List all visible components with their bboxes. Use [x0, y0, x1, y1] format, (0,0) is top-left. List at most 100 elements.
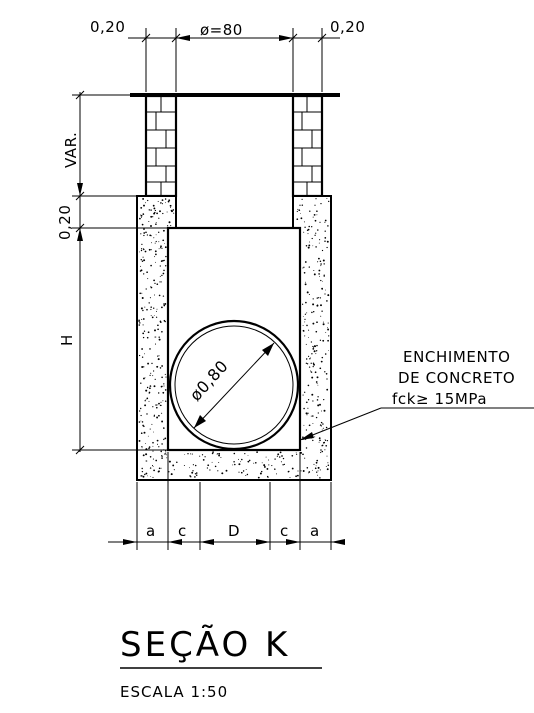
concrete-speckle [282, 464, 284, 466]
concrete-speckle [319, 297, 322, 299]
concrete-speckle [156, 443, 159, 445]
concrete-speckle [150, 264, 152, 267]
concrete-speckle [141, 260, 144, 262]
concrete-speckle [140, 217, 142, 219]
concrete-speckle [305, 401, 308, 404]
concrete-speckle [306, 324, 308, 327]
concrete-speckle [150, 209, 152, 211]
concrete-speckle [312, 322, 315, 325]
concrete-speckle [211, 452, 214, 455]
concrete-speckle [303, 266, 305, 268]
concrete-speckle [170, 209, 173, 212]
concrete-speckle [310, 357, 312, 359]
concrete-speckle [194, 473, 197, 475]
concrete-speckle [145, 288, 147, 290]
concrete-speckle [143, 234, 145, 237]
concrete-speckle [142, 475, 145, 478]
concrete-speckle [301, 204, 304, 206]
concrete-speckle [161, 330, 163, 333]
concrete-speckle [151, 316, 154, 319]
concrete-speckle [160, 401, 162, 403]
concrete-speckle [240, 471, 243, 474]
concrete-speckle [150, 249, 152, 251]
concrete-speckle [247, 460, 250, 463]
concrete-speckle [247, 455, 249, 457]
concrete-speckle [164, 265, 167, 267]
concrete-speckle [325, 372, 328, 375]
concrete-speckle [327, 350, 329, 352]
concrete-speckle [291, 454, 294, 457]
concrete-speckle [148, 447, 150, 450]
concrete-speckle [307, 399, 310, 401]
concrete-speckle [159, 210, 161, 213]
concrete-speckle [312, 298, 314, 300]
concrete-speckle [146, 397, 149, 400]
concrete-speckle [145, 389, 148, 392]
concrete-speckle [316, 399, 319, 401]
concrete-speckle [150, 286, 152, 288]
concrete-speckle [190, 453, 192, 455]
concrete-speckle [324, 353, 327, 355]
height-var-label: VAR. [62, 132, 80, 168]
concrete-speckle [156, 416, 159, 419]
concrete-speckle [316, 383, 318, 384]
concrete-speckle [302, 453, 304, 456]
concrete-speckle [323, 398, 325, 401]
concrete-speckle [317, 470, 319, 472]
concrete-speckle [138, 354, 141, 357]
concrete-speckle [315, 198, 317, 200]
concrete-speckle [152, 450, 154, 452]
concrete-speckle [313, 363, 315, 366]
concrete-speckle [152, 406, 154, 408]
concrete-speckle [218, 454, 221, 457]
concrete-speckle [300, 451, 302, 454]
concrete-speckle [151, 423, 153, 425]
concrete-speckle [304, 283, 307, 286]
concrete-speckle [321, 287, 323, 290]
concrete-speckle [315, 350, 318, 352]
concrete-speckle [152, 458, 154, 460]
concrete-speckle [152, 445, 154, 447]
concrete-speckle [317, 474, 319, 476]
bottom-c-left-label: c [178, 522, 187, 540]
concrete-speckle [147, 199, 149, 202]
concrete-speckle [141, 356, 144, 358]
concrete-speckle [296, 218, 299, 221]
concrete-speckle [158, 248, 160, 250]
concrete-speckle [141, 421, 144, 423]
concrete-speckle [146, 413, 148, 415]
concrete-speckle [166, 225, 169, 227]
concrete-speckle [240, 461, 241, 463]
concrete-speckle [303, 221, 305, 223]
concrete-speckle [323, 263, 325, 265]
concrete-speckle [144, 250, 147, 253]
concrete-speckle [263, 464, 266, 467]
concrete-speckle [289, 477, 291, 478]
concrete-speckle [159, 321, 162, 323]
concrete-speckle [304, 391, 306, 393]
concrete-speckle [164, 243, 165, 245]
top-dimension: 0,20 ø=80 0,20 [90, 18, 365, 92]
concrete-speckle [315, 246, 317, 248]
concrete-speckle [325, 445, 328, 447]
concrete-speckle [321, 356, 324, 359]
concrete-speckle [148, 209, 151, 211]
concrete-speckle [164, 198, 167, 200]
concrete-speckle [173, 469, 175, 471]
concrete-speckle [170, 473, 173, 476]
concrete-speckle [145, 202, 147, 204]
concrete-speckle [150, 306, 152, 308]
concrete-speckle [316, 210, 318, 212]
concrete-speckle [158, 336, 160, 338]
concrete-speckle [311, 226, 313, 228]
concrete-speckle [232, 464, 234, 466]
concrete-speckle [148, 446, 151, 448]
concrete-speckle [266, 467, 269, 470]
concrete-speckle [320, 315, 322, 317]
concrete-speckle [305, 301, 307, 304]
concrete-speckle [149, 387, 151, 390]
concrete-speckle [324, 439, 326, 441]
concrete-speckle [161, 376, 163, 379]
concrete-speckle [308, 355, 310, 357]
concrete-speckle [245, 474, 247, 477]
